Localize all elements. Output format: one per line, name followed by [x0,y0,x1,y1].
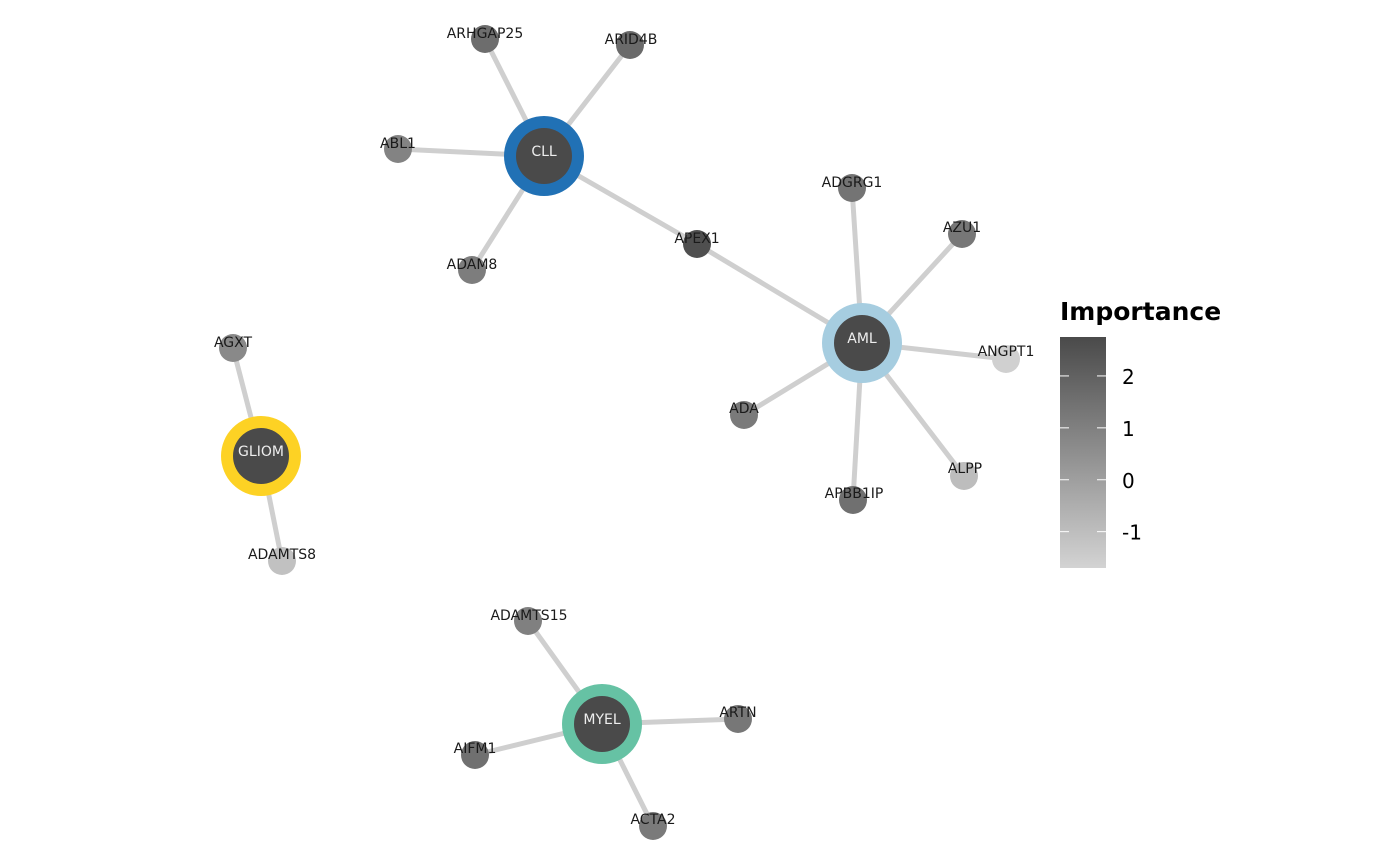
gene-label: ACTA2 [630,812,675,828]
gene-node-apex1[interactable]: APEX1 [674,230,720,258]
gene-marker [471,25,499,53]
hub-core [574,696,630,752]
gene-label: ANGPT1 [978,344,1035,360]
gene-marker [724,705,752,733]
hub-core [834,315,890,371]
gene-label: AGXT [214,335,253,351]
legend-tick-label: -1 [1122,521,1142,545]
hub-node-aml[interactable]: AML [822,303,902,383]
gene-node-azu1[interactable]: AZU1 [943,220,981,248]
gene-marker [458,256,486,284]
gene-label: ALPP [948,461,982,477]
gene-node-arhgap25[interactable]: ARHGAP25 [447,25,524,53]
gene-marker [514,607,542,635]
gene-label: APEX1 [674,231,719,247]
gene-node-alpp[interactable]: ALPP [948,461,982,490]
gene-marker [616,31,644,59]
legend-tick-label: 1 [1122,417,1135,441]
hub-label: AML [847,331,877,347]
gene-label: ARID4B [605,32,658,48]
gene-marker [268,547,296,575]
gene-node-arid4b[interactable]: ARID4B [605,31,658,59]
legend-ticks: 2 1 0 -1 [1060,365,1142,545]
gene-label: ARHGAP25 [447,26,524,42]
gene-marker [948,220,976,248]
gene-node-adam8[interactable]: ADAM8 [447,256,498,284]
legend-tick-label: 2 [1122,365,1135,389]
gene-label: ARTN [719,705,756,721]
gene-marker [838,174,866,202]
hub-label: CLL [531,144,557,160]
gene-node-adamts8[interactable]: ADAMTS8 [248,547,316,575]
gene-label: ADGRG1 [822,175,883,191]
gene-marker [461,741,489,769]
gene-node-apbb1ip[interactable]: APBB1IP [825,486,884,514]
hub-label: GLIOM [238,444,284,460]
gene-node-abl1[interactable]: ABL1 [380,135,416,163]
gene-label: ADAMTS8 [248,547,316,563]
legend-title: Importance [1060,297,1221,326]
gene-node-adgrg1[interactable]: ADGRG1 [822,174,883,202]
gene-marker [992,345,1020,373]
gene-label: ABL1 [380,136,416,152]
gene-label: AZU1 [943,220,981,236]
importance-legend: Importance 2 1 0 -1 [1060,297,1221,568]
gene-marker [219,334,247,362]
legend-colorbar [1060,337,1106,568]
gene-label: APBB1IP [825,486,884,502]
gene-node-acta2[interactable]: ACTA2 [630,812,676,840]
gene-node-angpt1[interactable]: ANGPT1 [978,344,1035,373]
hub-core [516,128,572,184]
gene-node-aifm1[interactable]: AIFM1 [454,741,497,769]
gene-label: ADAMTS15 [490,608,567,624]
gene-marker [384,135,412,163]
gene-label: ADAM8 [447,257,498,273]
gene-label: ADA [729,401,759,417]
hub-node-myel[interactable]: MYEL [562,684,642,764]
gene-node-agxt[interactable]: AGXT [214,334,253,362]
gene-label: AIFM1 [454,741,497,757]
gene-marker [683,230,711,258]
hub-label: MYEL [583,712,620,728]
gene-marker [950,462,978,490]
hub-core [233,428,289,484]
gene-marker [730,401,758,429]
gene-marker [839,486,867,514]
hub-node-gliom[interactable]: GLIOM [221,416,301,496]
gene-node-artn[interactable]: ARTN [719,705,757,733]
legend-tick-label: 0 [1122,469,1135,493]
gene-node-ada[interactable]: ADA [729,401,759,429]
gene-node-adamts15[interactable]: ADAMTS15 [490,607,568,635]
gene-marker [639,812,667,840]
hub-node-cll[interactable]: CLL [504,116,584,196]
